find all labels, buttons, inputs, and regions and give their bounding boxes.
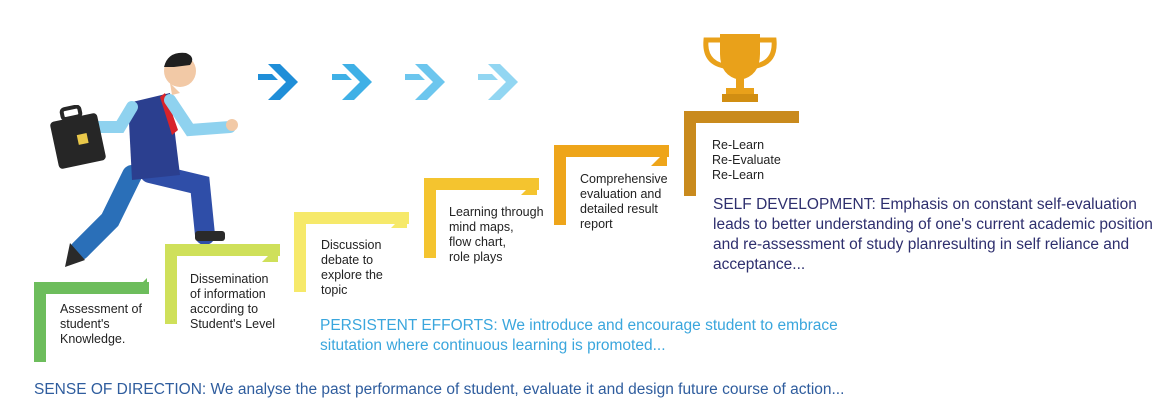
step-3-corner-icon	[391, 212, 407, 228]
step-4-line: Learning through	[449, 205, 544, 219]
step-2-line: Dissemination	[190, 272, 269, 286]
persistent-efforts-text: PERSISTENT EFFORTS: We introduce and enc…	[320, 317, 838, 354]
step-3-bracket	[294, 212, 409, 292]
step-4-line: mind maps,	[449, 220, 514, 234]
step-3-line: Discussion	[321, 238, 382, 252]
step-1-corner-icon	[131, 278, 147, 294]
step-1-line: Assessment of	[60, 302, 142, 316]
step-2-line: of information	[190, 287, 266, 301]
step-5-line: report	[580, 217, 613, 231]
step-2-bracket	[165, 244, 280, 324]
step-3-line: topic	[321, 283, 348, 297]
step-1-line: student's	[60, 317, 110, 331]
briefcase-icon	[50, 105, 106, 169]
self-development-text: SELF DEVELOPMENT: Emphasis on constant s…	[713, 196, 1153, 273]
running-man-icon	[65, 52, 238, 267]
step-6-bracket	[684, 111, 799, 196]
step-4-line: role plays	[449, 250, 503, 264]
arrow-right-icon	[478, 64, 518, 100]
step-1-line: Knowledge.	[60, 332, 126, 346]
step-2-corner-icon	[262, 246, 278, 262]
step-6-line: Re-Evaluate	[712, 153, 781, 167]
arrow-right-icon	[332, 64, 372, 100]
step-1-bracket	[34, 282, 149, 362]
step-2-line: Student's Level	[190, 317, 276, 331]
sense-of-direction-text: SENSE OF DIRECTION: We analyse the past …	[34, 381, 845, 398]
step-5-line: detailed result	[580, 202, 658, 216]
step-2-line: according to	[190, 302, 259, 316]
step-3-line: debate to	[321, 253, 374, 267]
step-4-line: flow chart,	[449, 235, 506, 249]
arrow-right-icon	[405, 64, 445, 100]
step-4-corner-icon	[521, 179, 537, 195]
arrow-right-icon	[258, 64, 298, 100]
step-6-line: Re-Learn	[712, 138, 765, 152]
trophy-icon	[703, 34, 777, 102]
step-5-bracket	[554, 145, 669, 225]
step-5-line: evaluation and	[580, 187, 662, 201]
step-5-corner-icon	[651, 150, 667, 166]
step-3-line: explore the	[321, 268, 383, 282]
step-6-line: Re-Learn	[712, 168, 765, 182]
step-5-line: Comprehensive	[580, 172, 668, 186]
step-4-bracket	[424, 178, 539, 258]
